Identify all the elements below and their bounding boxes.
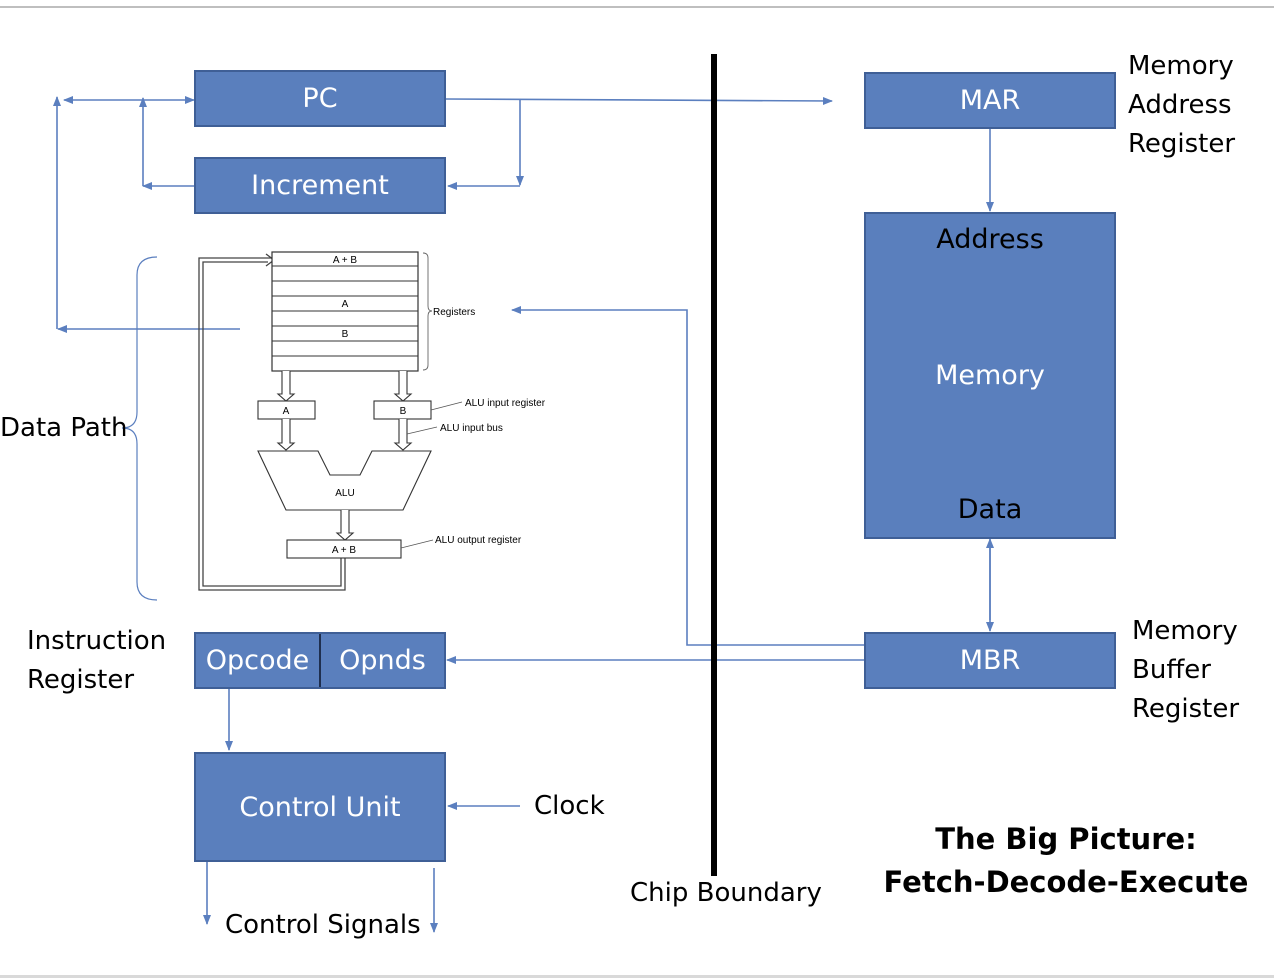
opcode-label: Opcode [205,645,310,676]
opnds-field: Opnds [321,634,444,687]
control-signals-label: Control Signals [225,910,421,940]
memory-data-label: Data [957,494,1023,525]
mbr-desc-line-2: Buffer [1132,655,1211,685]
alu-out-label: A + B [332,545,357,556]
top-border [0,0,1274,8]
control-unit-box: Control Unit [194,752,446,862]
ir-desc-line-2: Register [27,665,135,695]
reg-a-label: A [342,299,349,310]
ir-desc-line-1: Instruction [27,626,167,656]
alu-in-a-label: A [283,406,290,417]
title-line-1: The Big Picture: [935,822,1197,856]
memory-label: Memory [935,360,1045,391]
mbr-box: MBR [864,632,1116,689]
instruction-register-box: Opcode Opnds [194,632,446,689]
control-unit-label: Control Unit [239,791,401,823]
mar-label: MAR [959,85,1021,116]
opnds-label: Opnds [339,645,426,676]
alu-in-b-label: B [400,406,407,417]
bottom-border [0,975,1274,978]
pc-label: PC [302,83,338,114]
opcode-field: Opcode [196,634,321,687]
mar-box: MAR [864,72,1116,129]
pc-to-mar-wire [445,96,833,105]
mbr-label: MBR [959,645,1021,676]
increment-label: Increment [251,170,389,201]
mar-desc-line-2: Address [1128,90,1232,120]
alu-label: ALU [335,488,354,499]
data-path-label: Data Path [0,413,128,443]
alu-input-register-label: ALU input register [465,398,546,409]
diagram-title: The Big Picture: Fetch-Decode-Execute [880,818,1252,904]
title-line-2: Fetch-Decode-Execute [883,865,1249,899]
reg-top-label: A + B [333,255,358,266]
memory-box: Address Memory Data [864,212,1116,539]
mbr-desc-line-3: Register [1132,694,1240,724]
mbr-description: Memory Buffer Register [1132,612,1239,729]
mar-desc-line-3: Register [1128,129,1236,159]
mar-description: Memory Address Register [1128,47,1235,164]
alu-output-register-label: ALU output register [435,535,522,546]
alu-input-bus-label: ALU input bus [440,423,503,434]
memory-address-label: Address [936,224,1044,255]
chip-boundary-label: Chip Boundary [630,878,822,908]
reg-b-label: B [342,329,349,340]
clock-label: Clock [534,791,605,821]
data-path-brace [121,256,158,601]
pc-box: PC [194,70,446,127]
increment-box: Increment [194,157,446,214]
registers-label: Registers [433,307,475,318]
mar-desc-line-1: Memory [1128,51,1234,81]
ir-description: Instruction Register [27,622,166,700]
mbr-desc-line-1: Memory [1132,616,1238,646]
datapath-figure [198,251,463,591]
